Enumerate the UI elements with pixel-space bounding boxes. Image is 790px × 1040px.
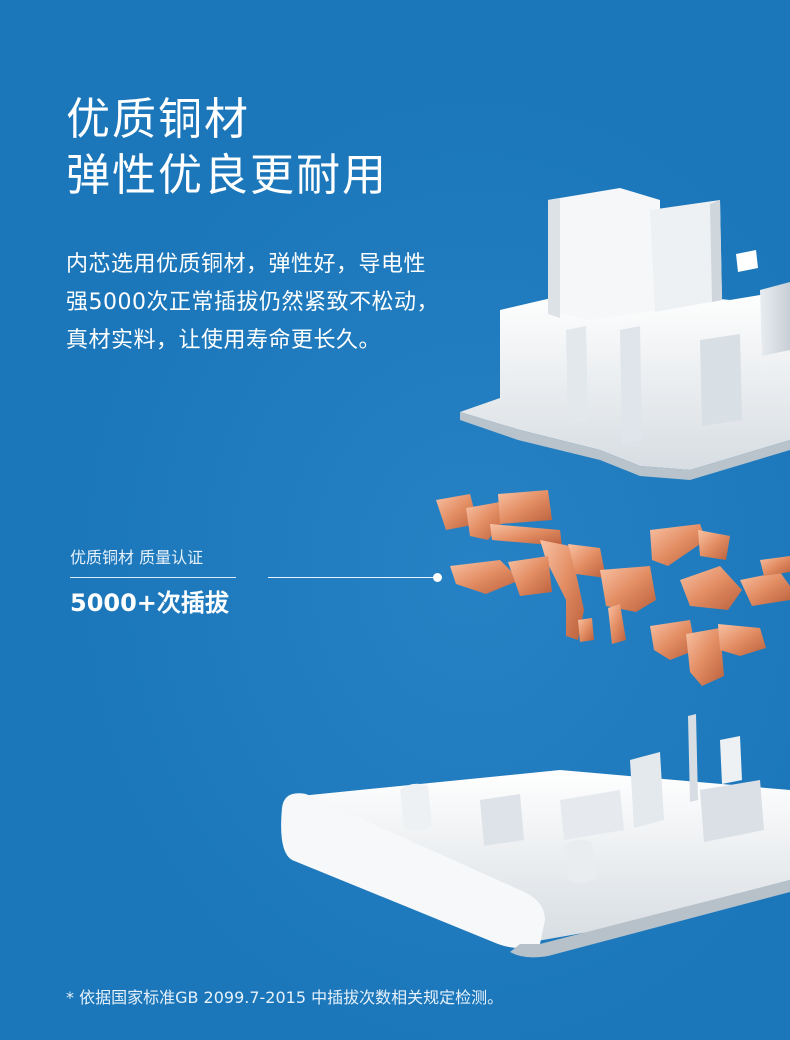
page-title: 优质铜材 弹性优良更耐用 xyxy=(66,92,388,204)
callout-dot xyxy=(433,573,442,582)
title-line-1: 优质铜材 xyxy=(66,94,250,145)
base-shell xyxy=(281,714,790,958)
top-housing xyxy=(460,188,790,480)
title-line-2: 弹性优良更耐用 xyxy=(66,150,388,201)
standard-footnote: * 依据国家标准GB 2099.7-2015 中插拔次数相关规定检测。 xyxy=(66,988,504,1007)
feature-caption: 优质铜材 质量认证 xyxy=(70,548,204,567)
copper-contacts xyxy=(436,490,790,686)
description-text: 内芯选用优质铜材，弹性好，导电性强5000次正常插拔仍然紧致不松动，真材实料，让… xyxy=(66,252,439,353)
callout-leader-line xyxy=(268,577,436,578)
feature-highlight: 5000+次插拔 xyxy=(70,589,229,617)
feature-divider xyxy=(70,577,236,578)
